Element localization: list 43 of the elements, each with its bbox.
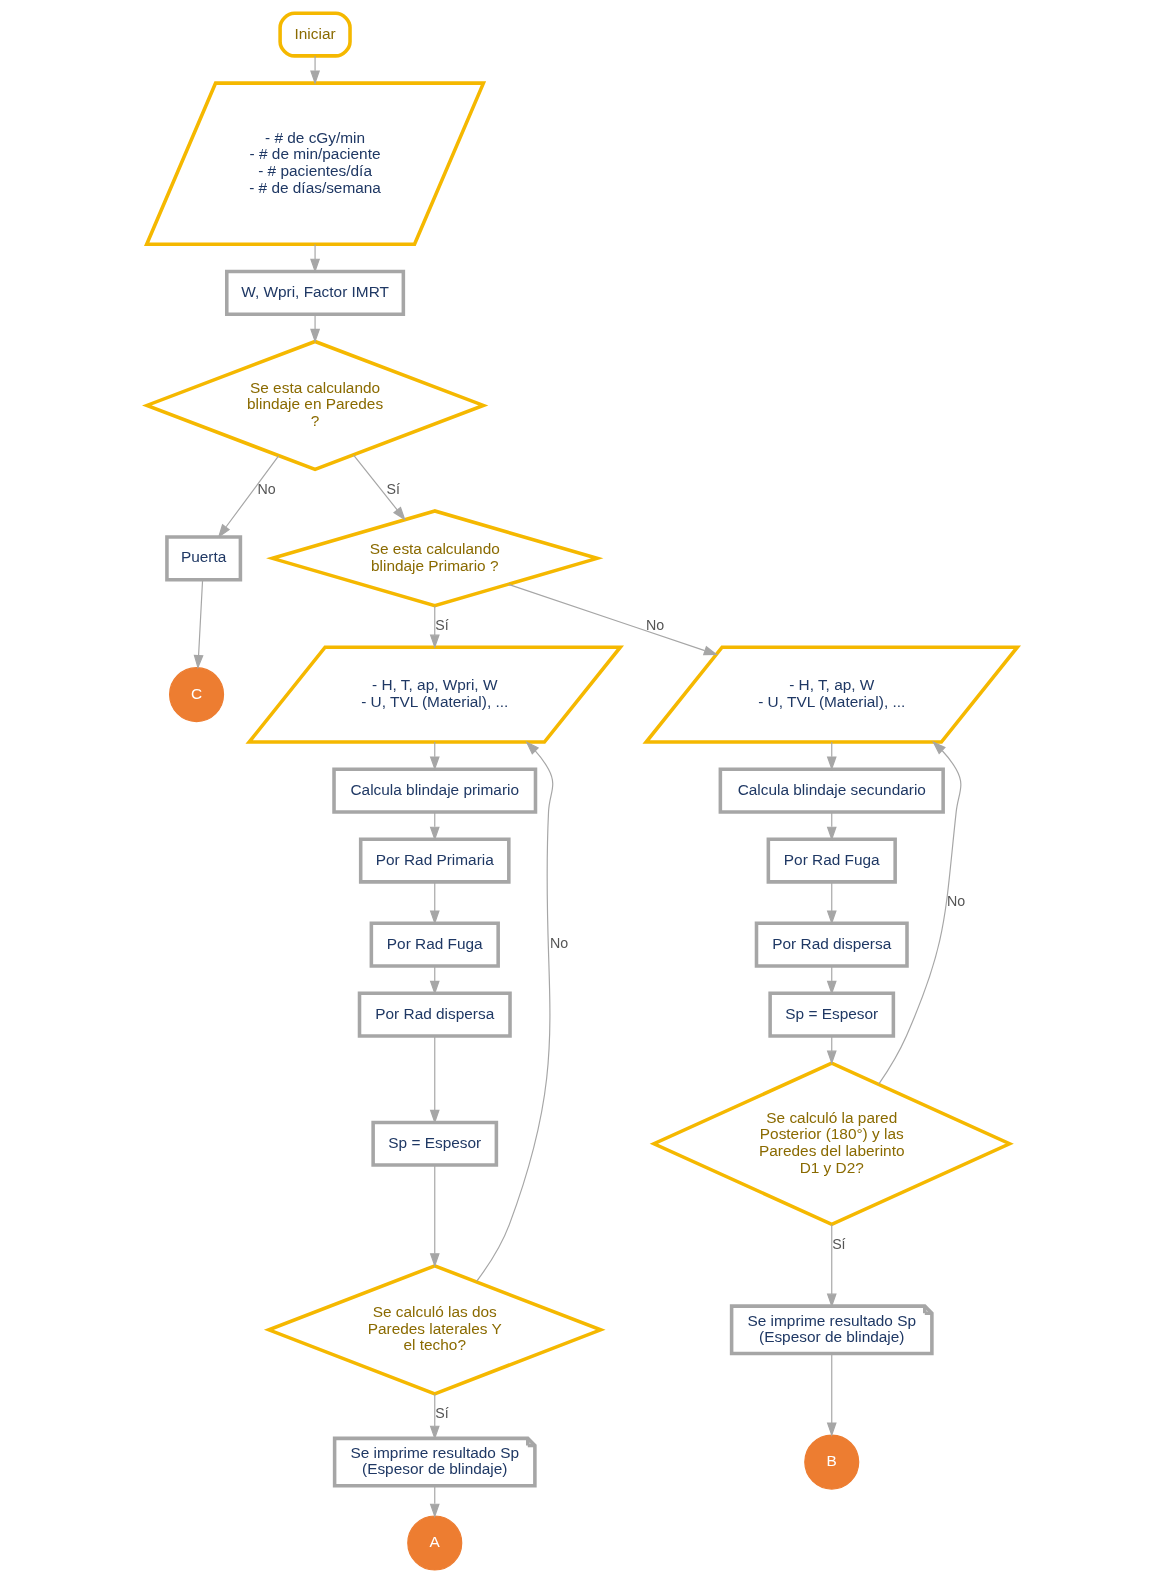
arrow <box>507 583 718 656</box>
node-box: Calcula blindaje primario <box>332 767 538 814</box>
arrow <box>310 313 321 344</box>
node-circle: B <box>804 1434 860 1490</box>
node-circle: C <box>169 667 225 723</box>
arrow <box>217 455 280 539</box>
edge-label: Sí <box>435 1405 449 1422</box>
node-diamond: Se calculó las dos Paredes laterales Y el techo? <box>263 1263 606 1396</box>
edge-label: Sí <box>435 617 449 634</box>
node-box: Iniciar <box>278 11 352 58</box>
arrow <box>878 741 962 1085</box>
edge-label: No <box>646 617 665 634</box>
node-box: Por Rad dispersa <box>754 921 909 968</box>
node-box: W, Wpri, Factor IMRT <box>225 269 406 316</box>
arrow <box>429 1164 440 1268</box>
arrow <box>429 605 440 649</box>
arrow <box>826 881 837 925</box>
arrow <box>310 55 321 85</box>
edge-label: Sí <box>832 1235 846 1252</box>
node-diamond: Se esta calculando blindaje en Paredes ? <box>142 339 489 472</box>
arrow <box>429 881 440 925</box>
node-box: Por Rad Fuga <box>766 837 897 884</box>
node-box: Por Rad dispersa <box>357 991 512 1038</box>
arrow <box>353 454 406 521</box>
arrow <box>310 243 321 273</box>
node-box: Calcula blindaje secundario <box>718 767 945 814</box>
node-box: Por Rad Fuga <box>369 921 500 968</box>
node-circle: A <box>407 1515 463 1571</box>
node-box: Por Rad Primaria <box>358 837 511 884</box>
arrow <box>826 1223 837 1308</box>
arrow <box>193 579 204 670</box>
node-box: Sp = Espesor <box>371 1120 499 1167</box>
edge-label: No <box>947 893 966 910</box>
edge-label: Sí <box>386 480 400 497</box>
node-diamond: Se calculó la pared Posterior (180°) y las Paredes del laberinto D1 y D2? <box>649 1061 1014 1227</box>
node-diamond: Se esta calculando blindaje Primario ? <box>266 509 604 608</box>
arrow <box>429 1393 440 1440</box>
node-box: Sp = Espesor <box>768 991 896 1038</box>
arrow <box>826 1353 837 1437</box>
node-box: Puerta <box>165 535 243 582</box>
arrow <box>476 741 554 1282</box>
edge-label: No <box>550 935 569 952</box>
edge-label: No <box>257 480 276 497</box>
